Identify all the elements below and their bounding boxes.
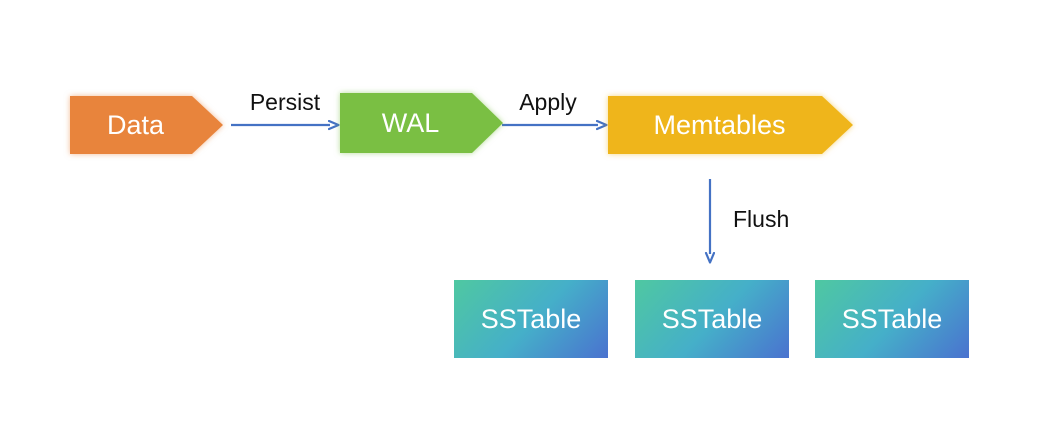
node-sstable-3: SSTable xyxy=(815,280,969,358)
node-sstable-1: SSTable xyxy=(454,280,608,358)
node-wal: WAL xyxy=(340,93,503,153)
node-wal-shape: WAL xyxy=(340,93,503,153)
edge-label-flush: Flush xyxy=(733,206,790,232)
node-data-shape: Data xyxy=(70,96,223,154)
node-memtables: Memtables xyxy=(608,96,853,154)
node-data: Data xyxy=(70,96,223,154)
edge-label-apply: Apply xyxy=(519,89,577,115)
node-sstable-2: SSTable xyxy=(635,280,789,358)
node-sstable-2-label: SSTable xyxy=(661,303,763,334)
node-data-label: Data xyxy=(106,109,165,140)
node-sstable-1-label: SSTable xyxy=(480,303,582,334)
node-memtables-shape: Memtables xyxy=(608,96,853,154)
node-wal-label: WAL xyxy=(381,107,440,138)
node-sstable-3-label: SSTable xyxy=(841,303,943,334)
edge-label-persist: Persist xyxy=(249,89,321,115)
node-memtables-label: Memtables xyxy=(653,109,786,140)
